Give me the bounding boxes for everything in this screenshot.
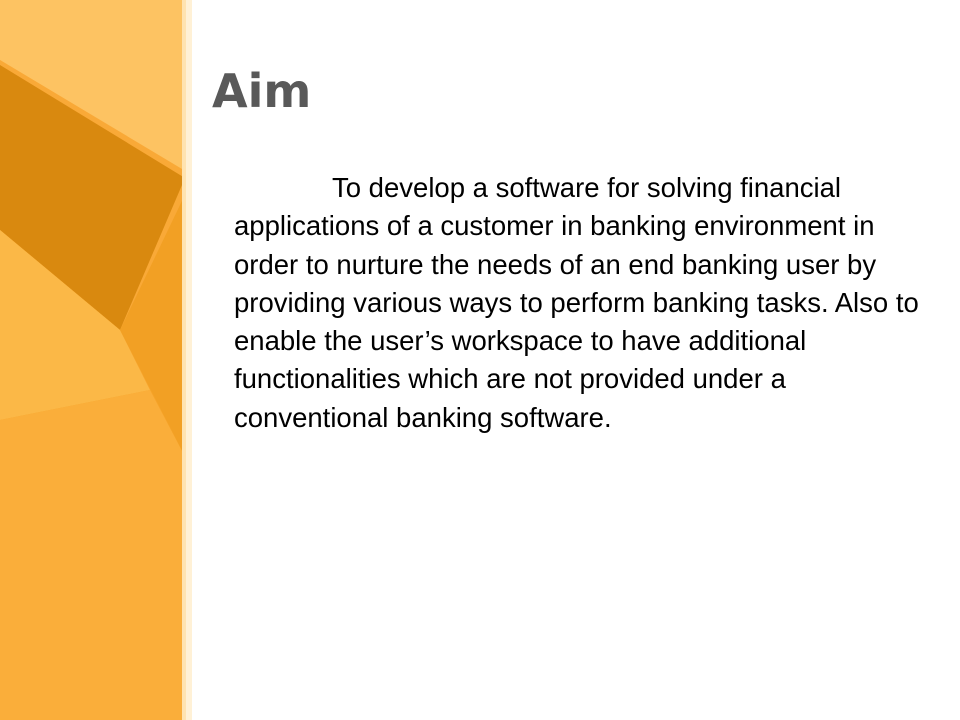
panel-dark-facet (0, 65, 185, 330)
panel-bottom-facet (0, 390, 192, 720)
slide-title: Aim (212, 64, 312, 118)
slide-body-text: To develop a software for solving financ… (234, 172, 919, 433)
panel-top-facet (0, 0, 192, 175)
panel-light-wedge (0, 230, 150, 420)
decorative-side-panel (0, 0, 192, 720)
panel-stripe-highlight (186, 0, 192, 720)
side-panel-graphic (0, 0, 192, 720)
panel-side-facet (120, 180, 192, 470)
